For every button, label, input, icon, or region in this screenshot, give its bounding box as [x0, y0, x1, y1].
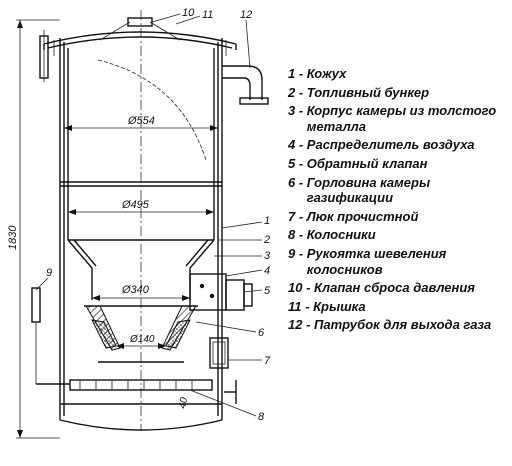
legend-text: Патрубок для выхода газа [314, 317, 492, 333]
legend-item: 1 - Кожух [288, 66, 510, 82]
legend-item: 8 - Колосники [288, 227, 510, 243]
legend-text: Крышка [313, 298, 366, 314]
callout-1: 1 [264, 215, 270, 227]
legend-item: 12 - Патрубок для выхода газа [288, 317, 510, 333]
callout-6: 6 [258, 327, 265, 339]
gas-generator-drawing: Ø554 Ø495 Ø340 [7, 7, 271, 439]
dim-bottom: Ø140 [116, 334, 166, 349]
left-latch [39, 30, 49, 82]
dim-height-label: 1830 [7, 225, 19, 250]
legend-num: 8 [288, 227, 296, 243]
legend-text: Клапан сброса давления [314, 280, 475, 296]
legend-item: 3 - Корпус камеры из толстого металла [288, 103, 510, 134]
legend-text: Горловина камеры газификации [306, 174, 431, 206]
legend-text: Колосники [306, 227, 376, 243]
legend-num: 2 [288, 84, 296, 100]
legend-item: 4 - Распределитель воздуха [288, 137, 510, 153]
gas-outlet-pipe [222, 65, 269, 105]
legend-num: 9 [288, 245, 296, 261]
legend-num: 10 [288, 280, 303, 296]
legend-num: 11 [288, 298, 302, 314]
outer-casing [59, 38, 223, 420]
legend-item: 2 - Топливный бункер [288, 85, 510, 101]
dim-inner: Ø495 [68, 199, 214, 215]
parts-legend: 1 - Кожух 2 - Топливный бункер 3 - Корпу… [288, 66, 510, 336]
legend-item: 9 - Рукоятка шевеления колосников [288, 246, 510, 277]
legend-num: 1 [288, 66, 296, 81]
legend-text: Обратный клапан [306, 155, 428, 171]
fuel-hopper [67, 48, 215, 240]
callout-5: 5 [264, 285, 271, 297]
base [59, 380, 237, 431]
legend-num: 4 [288, 137, 296, 153]
legend-num: 3 [288, 103, 296, 119]
legend-text: Распределитель воздуха [306, 137, 475, 153]
legend-text: Топливный бункер [306, 84, 430, 100]
legend-num: 6 [288, 174, 296, 190]
callout-10: 10 [182, 7, 195, 19]
dim-inner-label: Ø495 [121, 199, 150, 211]
dim-height: 1830 [7, 19, 60, 439]
legend-item: 11 - Крышка [288, 299, 510, 315]
callout-numbers: 10 11 12 1 2 3 4 5 6 7 8 9 [46, 7, 271, 423]
legend-item: 6 - Горловина камеры газификации [288, 175, 510, 206]
callout-3: 3 [264, 250, 271, 262]
lid [43, 17, 237, 56]
legend-num: 7 [288, 208, 296, 224]
legend-text: Кожух [306, 66, 347, 81]
callout-4: 4 [264, 265, 270, 277]
cleaning-hatch [209, 337, 229, 369]
callout-12: 12 [240, 9, 252, 21]
legend-item: 10 - Клапан сброса давления [288, 280, 510, 296]
grate [60, 379, 222, 405]
dim-gap-label: 40 [177, 396, 190, 409]
legend-item: 5 - Обратный клапан [288, 156, 510, 172]
dim-bottom-label: Ø140 [129, 334, 155, 345]
callout-7: 7 [264, 355, 271, 367]
shaker-handle [31, 287, 70, 385]
dim-neck-label: Ø340 [121, 284, 150, 296]
chamber-neck [84, 305, 198, 363]
legend-item: 7 - Люк прочистной [288, 209, 510, 225]
callout-11: 11 [202, 9, 213, 21]
legend-text: Рукоятка шевеления колосников [306, 245, 447, 277]
legend-text: Корпус камеры из толстого металла [306, 103, 497, 134]
legend-num: 12 [288, 317, 303, 333]
legend-num: 5 [288, 155, 296, 171]
legend-text: Люк прочистной [306, 208, 419, 224]
callout-9: 9 [46, 267, 52, 279]
leader-lines [35, 13, 263, 417]
callout-8: 8 [258, 411, 265, 423]
air-distributor [189, 273, 253, 311]
callout-2: 2 [263, 234, 270, 246]
dim-neck: Ø340 [92, 284, 190, 301]
